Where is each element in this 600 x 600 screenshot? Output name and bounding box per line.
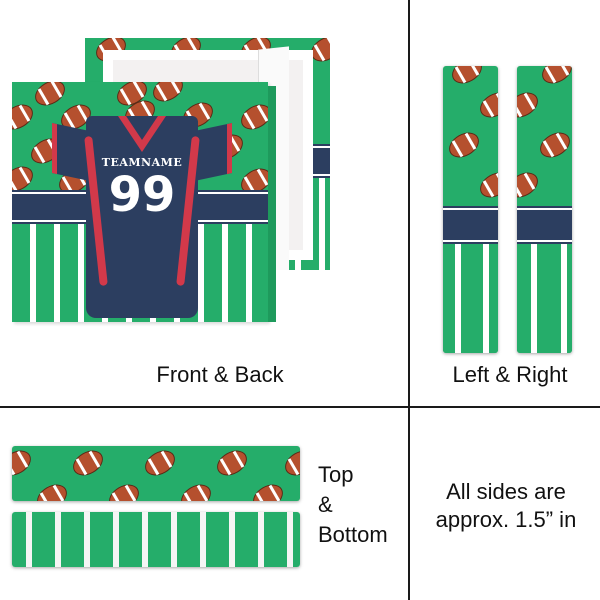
- right-side-panel: [517, 66, 572, 353]
- size-note-line2: approx. 1.5” in: [435, 507, 577, 532]
- size-note-line1: All sides are: [446, 479, 566, 504]
- jersey-number: 99: [108, 167, 176, 223]
- front-canvas: TEAMNAME 99: [12, 82, 268, 322]
- left-right-label: Left & Right: [452, 362, 568, 387]
- front-back-label: Front & Back: [156, 362, 284, 387]
- front-canvas-edge: [268, 86, 276, 322]
- size-note: All sides are approx. 1.5” in: [412, 478, 600, 534]
- horizontal-divider: [0, 406, 600, 408]
- top-bottom-label-line3: Bottom: [318, 522, 388, 547]
- vertical-divider: [408, 0, 410, 600]
- top-bottom-label-line2: &: [318, 492, 333, 517]
- jersey-team-name: TEAMNAME: [101, 156, 183, 169]
- top-bottom-label-line1: Top: [318, 462, 354, 487]
- front-back-illustration: TEAMNAME 99: [0, 0, 408, 406]
- left-side-panel: [443, 66, 498, 353]
- bottom-side-panel: [12, 512, 300, 567]
- top-side-panel: [12, 446, 300, 501]
- top-bottom-label: Top & Bottom: [318, 460, 388, 550]
- jersey-body: TEAMNAME 99: [84, 116, 200, 318]
- jersey: TEAMNAME 99: [52, 116, 232, 322]
